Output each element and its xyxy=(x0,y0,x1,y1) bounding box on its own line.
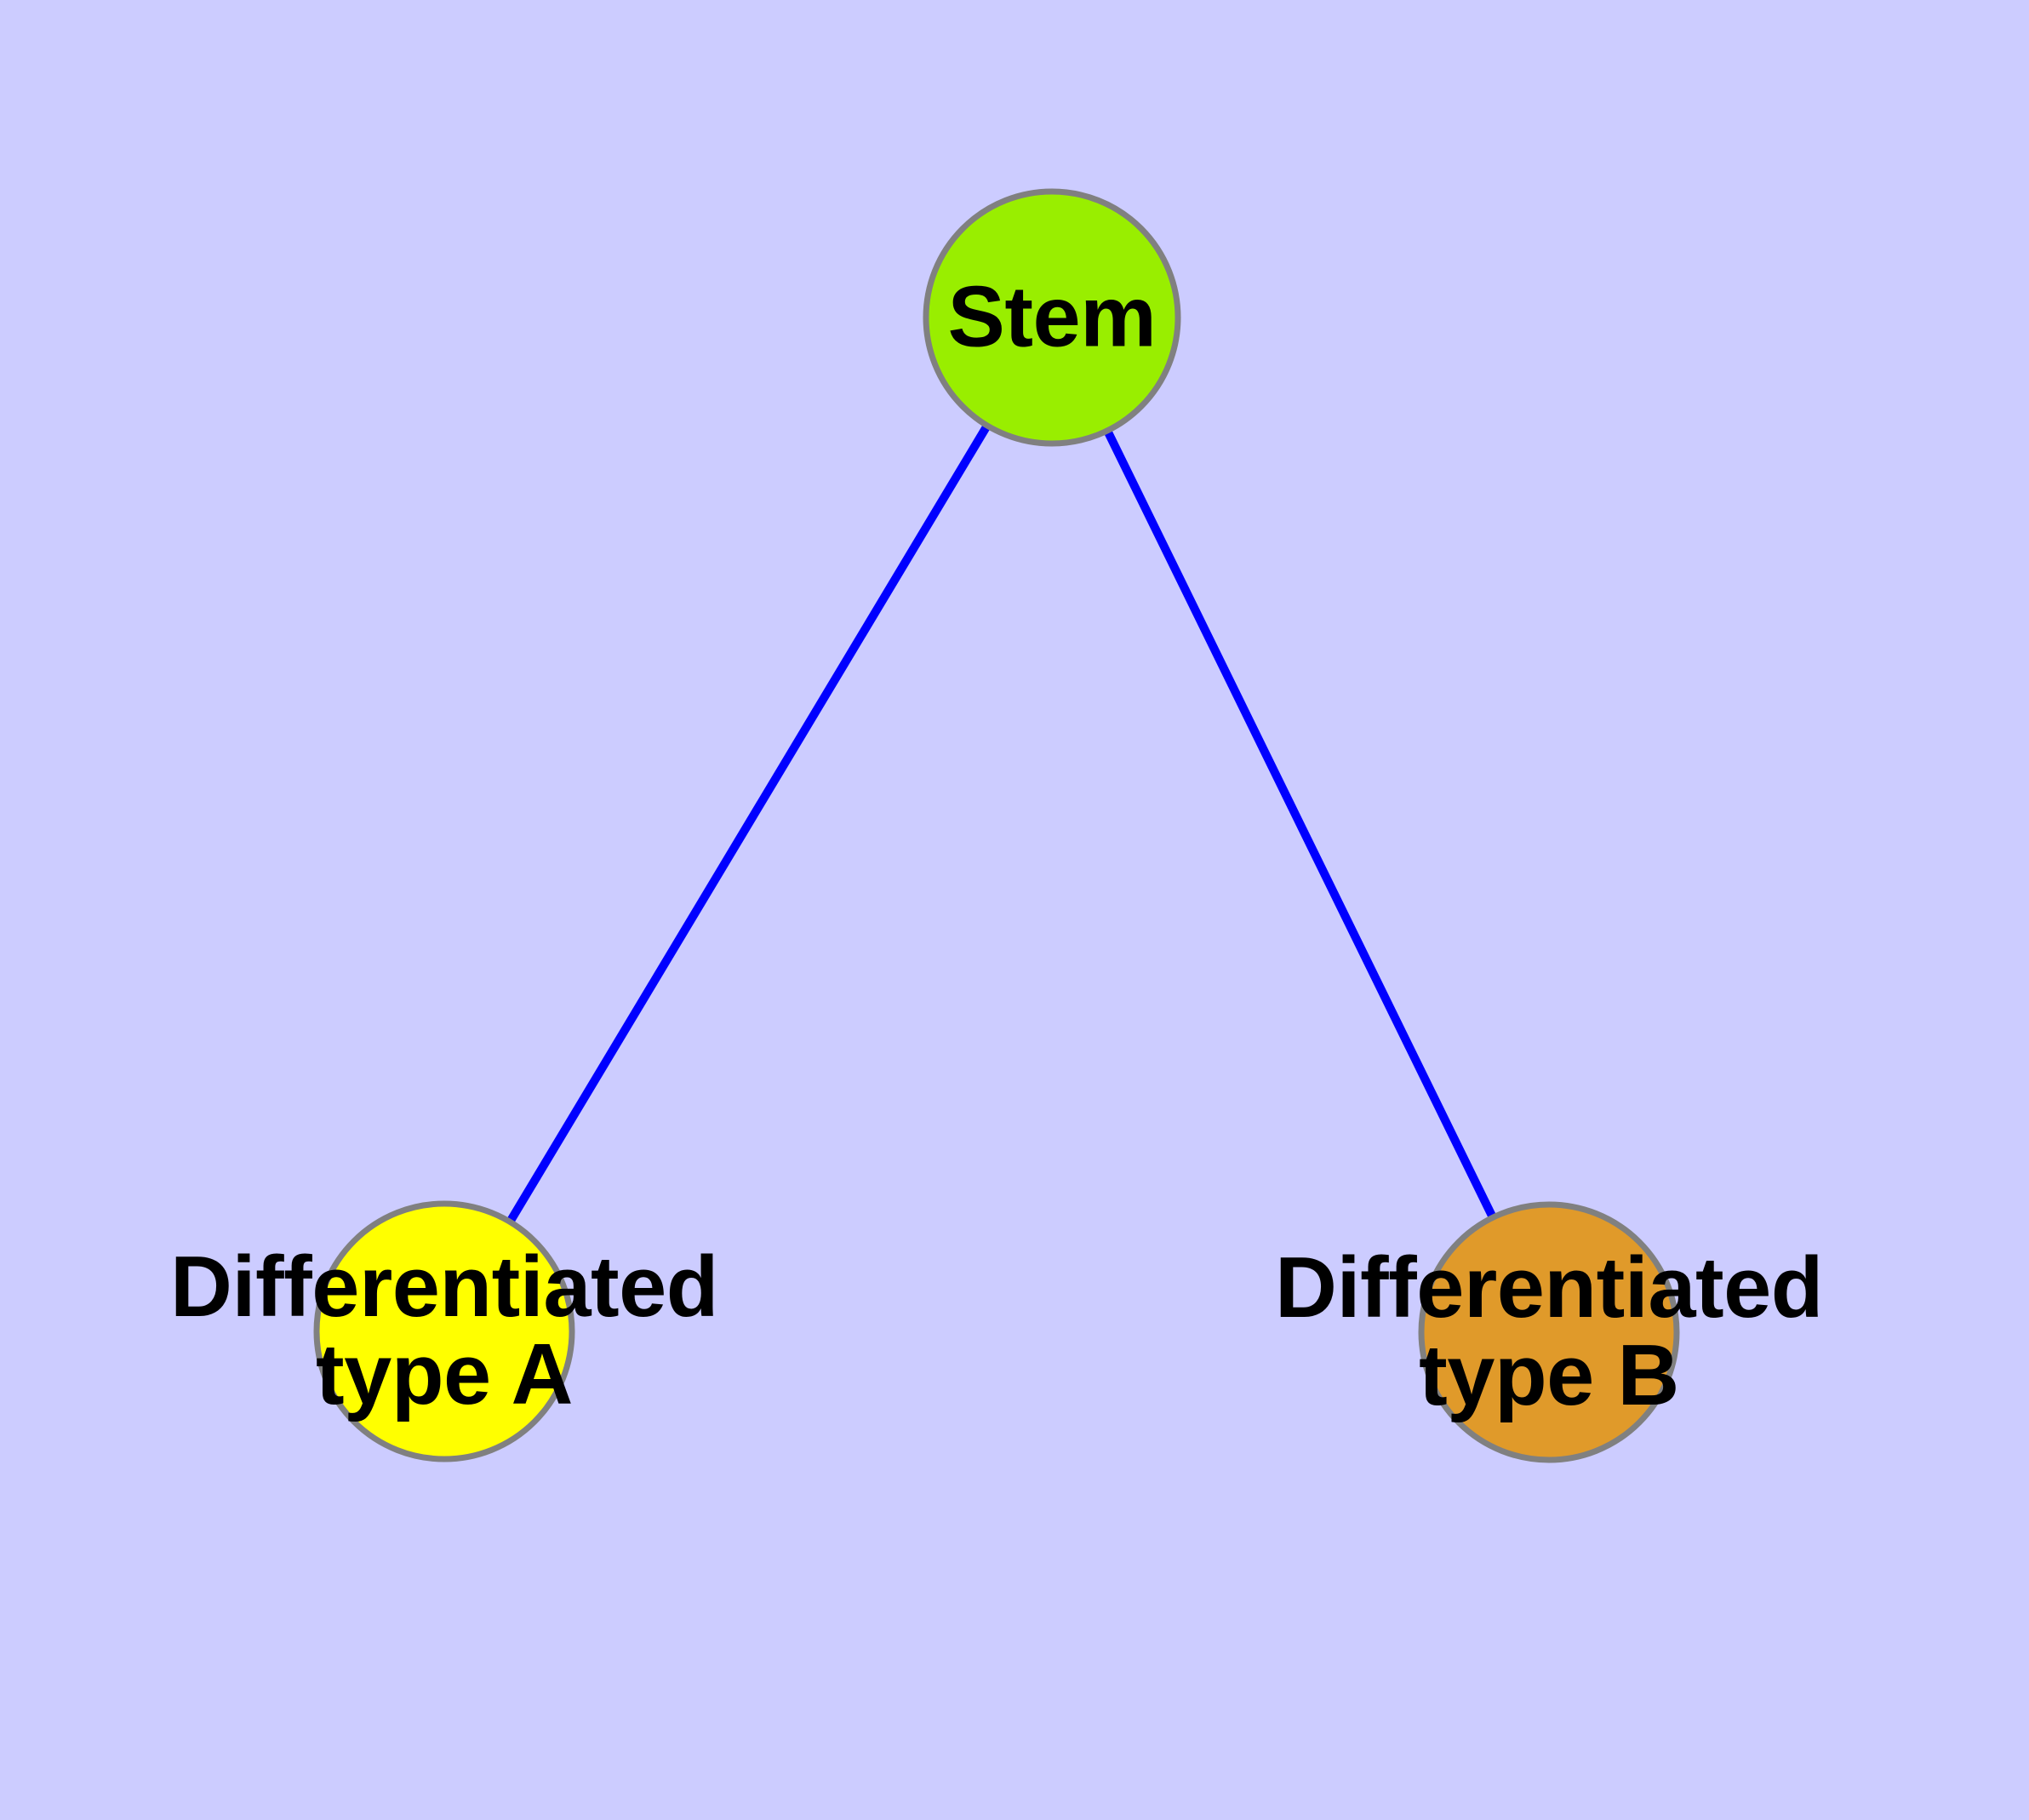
node-layer xyxy=(313,188,1680,1463)
edge-stem-to-b xyxy=(1102,426,1498,1222)
node-stem[interactable] xyxy=(923,188,1181,447)
node-diff_b[interactable] xyxy=(1418,1201,1680,1463)
edge-stem-to-a xyxy=(505,421,992,1226)
node-diff_a[interactable] xyxy=(313,1200,575,1462)
edge-layer xyxy=(505,421,1498,1226)
